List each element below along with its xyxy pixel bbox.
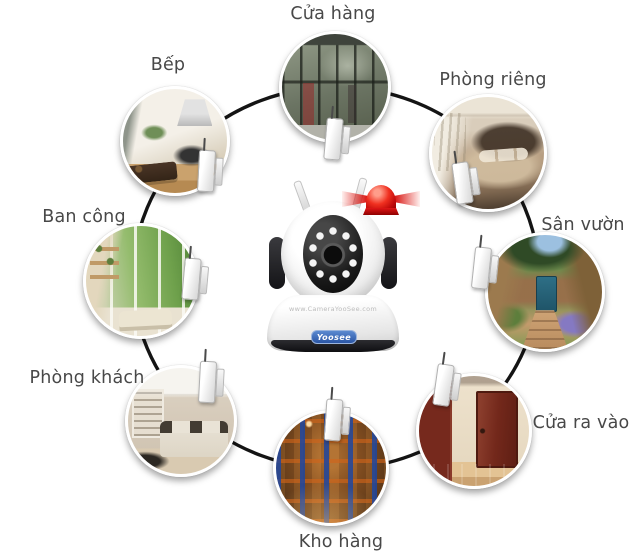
location-photo-balcony bbox=[83, 223, 199, 339]
location-photo-warehouse bbox=[273, 410, 389, 526]
alarm-light-beam bbox=[395, 191, 420, 207]
label-kitchen: Bếp bbox=[150, 55, 186, 75]
camera-side-panel bbox=[381, 237, 397, 289]
camera-lens-and-ir-leds bbox=[303, 215, 363, 293]
label-store: Cửa hàng bbox=[290, 4, 376, 24]
label-balcony: Ban công bbox=[42, 207, 126, 227]
brand-logo: Yoosee bbox=[311, 330, 357, 344]
door-sensor-icon bbox=[181, 257, 202, 301]
door-sensor-icon bbox=[196, 149, 217, 193]
door-sensor-icon bbox=[197, 360, 218, 404]
ip-camera: www.CameraYooSee.com Yoosee bbox=[263, 177, 420, 357]
door-sensor-icon bbox=[323, 117, 344, 161]
label-bedroom: Phòng riêng bbox=[439, 70, 547, 90]
label-garden: Sân vườn bbox=[541, 215, 625, 235]
label-entrance: Cửa ra vào bbox=[532, 413, 630, 433]
alarm-light-beam bbox=[342, 191, 367, 207]
location-photo-entrance bbox=[416, 373, 532, 489]
camera-base-rim bbox=[271, 340, 395, 352]
label-warehouse: Kho hàng bbox=[298, 532, 384, 552]
door-sensor-icon bbox=[323, 398, 344, 442]
watermark-text: www.CameraYooSee.com bbox=[288, 305, 378, 313]
alarm-siren-icon bbox=[366, 185, 396, 213]
location-photo-garden bbox=[485, 232, 605, 352]
location-photo-bedroom bbox=[429, 94, 547, 212]
label-living-room: Phòng khách bbox=[29, 368, 145, 388]
